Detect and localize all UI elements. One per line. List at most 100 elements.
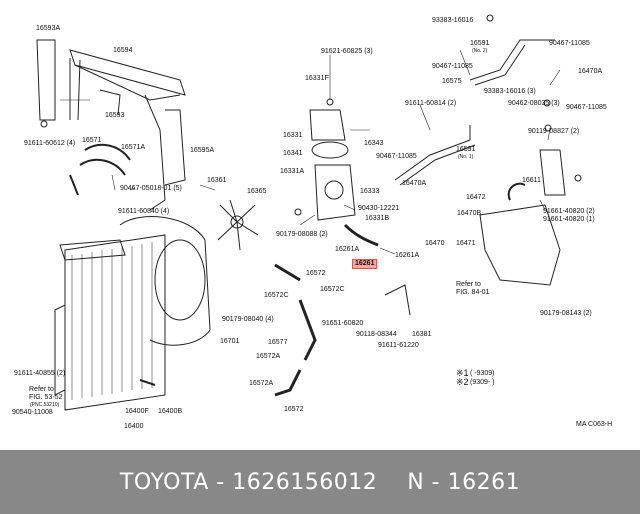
label-fig-53-52: FIG. 53-52: [29, 394, 63, 401]
label-16472: 16472: [466, 194, 486, 201]
label-16331: 16331: [283, 132, 303, 139]
support-bracket-16593: [69, 58, 181, 121]
label-91661-40820-2: 91661-40820 (2): [543, 208, 595, 215]
label-16261A-b: 16261A: [395, 252, 420, 259]
label-16331B: 16331B: [365, 215, 390, 222]
label-16400B: 16400B: [158, 408, 183, 415]
part-number-banner: TOYOTA - 1626156012 N - 16261: [0, 450, 640, 514]
part-prefix: N: [407, 469, 425, 495]
label-16400F: 16400F: [125, 408, 149, 415]
label-16341: 16341: [283, 150, 303, 157]
label-91611-60840: 91611-60840 (4): [118, 208, 170, 215]
label-16572A-a: 16572A: [256, 353, 281, 360]
water-outlet-16331: [309, 109, 346, 141]
thermostat-16341: [311, 141, 349, 159]
label-16381: 16381: [412, 331, 432, 338]
label-90467-11085-c: 90467-11085: [566, 104, 607, 111]
label-16572C-a: 16572C: [320, 286, 345, 293]
label-90467-11085-d: 90467-11085: [376, 153, 417, 160]
label-16594: 16594: [113, 47, 133, 54]
label-16701: 16701: [220, 338, 240, 345]
label-91651-60820: 91651-60820: [322, 320, 364, 327]
ref-note-line2-mark: ※2: [456, 377, 469, 387]
label-16470: 16470: [425, 240, 445, 247]
label-91661-40820-1: 91661-40820 (1): [543, 216, 595, 223]
label-16400: 16400: [124, 423, 144, 430]
label-90179-08088: 90179-08088 (2): [276, 231, 328, 238]
radiator-support-upper: [69, 49, 186, 96]
label-16572-b: 16572: [284, 406, 304, 413]
label-16575: 16575: [442, 78, 462, 85]
label-90118-08344: 90118-08344: [356, 331, 397, 338]
label-16333: 16333: [360, 188, 380, 195]
label-91621-60825: 91621-60825 (3): [321, 48, 373, 55]
label-90179-08040: 90179-08040 (4): [222, 316, 274, 323]
label-16591-no1: 16591: [456, 146, 476, 153]
hose-16572A: [274, 369, 302, 397]
bracket-16593A: [36, 39, 56, 121]
label-16595A: 16595A: [190, 147, 215, 154]
ref-note-line2-range: (9309- ): [470, 379, 495, 386]
label-90119-08827: 90119-08827 (2): [528, 128, 580, 135]
support-side-16595A: [144, 94, 166, 211]
bypass-hose-16261: [343, 223, 379, 247]
footer-sep-1: -: [208, 469, 233, 495]
label-91611-60814: 91611-60814 (2): [405, 100, 457, 107]
hose-16577: [298, 299, 317, 361]
label-90462-08035: 90462-08035 (3): [508, 100, 560, 107]
bracket-16381: [384, 284, 411, 316]
label-91611-61220: 91611-61220: [378, 342, 419, 349]
bracket-16611: [539, 149, 566, 196]
label-refer-to-a: Refer to: [456, 281, 481, 288]
label-90467-11085-b: 90467-11085: [432, 63, 473, 70]
label-16593: 16593: [105, 112, 125, 119]
label-16470B: 16470B: [457, 210, 482, 217]
label-16261-highlighted: 16261: [352, 259, 378, 269]
label-90467-05018: 90467-05018-01 (5): [120, 185, 182, 192]
label-16471: 16471: [456, 240, 476, 247]
label-no1: (No. 1): [458, 154, 474, 160]
footer-sep-3: -: [424, 469, 448, 495]
fan-shroud-16701: [119, 216, 211, 346]
label-93383-16016: 93383-16016: [432, 17, 474, 24]
pipe-16591-no2: [469, 39, 555, 86]
part-number: 1626156012: [232, 469, 378, 495]
label-16331A: 16331A: [280, 168, 305, 175]
label-16361: 16361: [207, 177, 227, 184]
label-90540-11008: 90540-11008: [12, 409, 53, 416]
hose-16571: [69, 143, 131, 196]
label-pnc-53210: (PNC 53210): [30, 402, 60, 408]
label-16611: 16611: [522, 177, 541, 184]
label-16261A-a: 16261A: [335, 246, 360, 253]
pipe-16591: [394, 125, 476, 186]
label-16572C-b: 16572C: [264, 292, 289, 299]
label-16591-top: 16591: [470, 40, 490, 47]
label-16593A: 16593A: [36, 25, 61, 32]
label-90467-11085-a: 90467-11085: [549, 40, 590, 47]
label-fig-84-01: FIG. 84-01: [456, 289, 490, 296]
label-16571A-a: 16571A: [121, 144, 146, 151]
label-refer-to-b: Refer to: [29, 386, 54, 393]
footer-sep-2: [377, 470, 407, 495]
label-16343: 16343: [364, 140, 384, 147]
label-90430-12221: 90430-12221: [358, 205, 400, 212]
diagram-drawing: [36, 14, 582, 411]
cooling-fan-16361: [217, 199, 259, 251]
ref-note-line1-mark: ※1: [456, 368, 469, 378]
label-91611-60612: 91611-60612 (4): [24, 140, 76, 147]
part-code: 16261: [447, 469, 521, 495]
housing-16331A: [314, 164, 356, 221]
exploded-parts-diagram: 16593A 16594 91621-60825 (3) 93383-16016…: [12, 14, 613, 430]
label-16470A-top: 16470A: [578, 68, 603, 75]
hose-16572: [274, 263, 301, 282]
brand-name: TOYOTA: [119, 469, 209, 495]
label-16365: 16365: [247, 188, 267, 195]
label-no2: (No. 2): [472, 48, 488, 54]
reservoir-16470: [479, 204, 561, 286]
label-90179-08143: 90179-08143 (2): [540, 310, 592, 317]
label-16571: 16571: [82, 137, 102, 144]
label-16470A-mid: 16470A: [402, 180, 427, 187]
label-91611-40855: 91611-40855 (2): [14, 370, 66, 377]
label-16577: 16577: [268, 339, 288, 346]
